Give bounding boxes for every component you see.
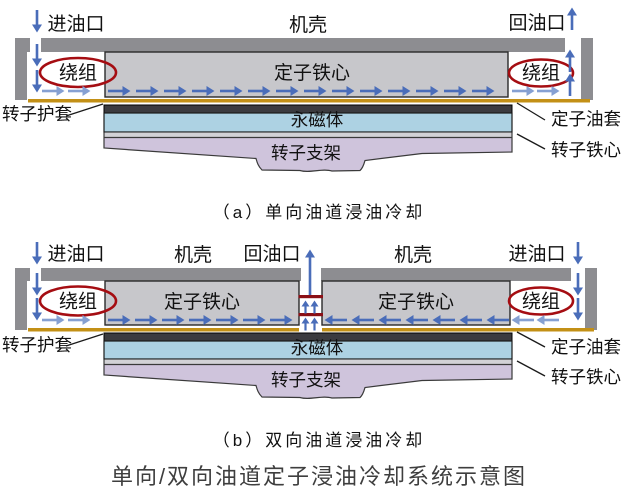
pointer-stator-oil-jacket (516, 331, 546, 348)
label-stator-oil-jacket: 定子油套 (551, 109, 621, 129)
label-rotor-sheath: 转子护套 (2, 104, 72, 124)
flow-arrow-down (32, 44, 42, 67)
label-stator-core-right: 定子铁心 (378, 291, 454, 313)
flow-arrow-down (573, 273, 583, 296)
flow-arrow-down (32, 242, 42, 265)
diagram-a-single-direction: 进油口 机壳 回油口 绕组 绕组 定子铁心 转子护套 定子油套 永磁体 转子支架… (2, 7, 621, 173)
label-rotor-bracket: 转子支架 (271, 370, 341, 390)
flow-arrow-up-head (305, 249, 315, 258)
label-winding-left: 绕组 (59, 62, 97, 84)
label-housing-left: 机壳 (174, 244, 212, 266)
label-stator-oil-jacket: 定子油套 (551, 337, 621, 357)
label-rotor-sheath: 转子护套 (2, 335, 72, 355)
housing-top-bar (41, 38, 565, 52)
flow-arrow-up (565, 73, 575, 96)
label-stator-core-left: 定子铁心 (164, 291, 240, 313)
stator-oil-jacket-line-left (28, 328, 299, 332)
label-stator-core: 定子铁心 (274, 62, 350, 84)
rotor-bracket-shape (103, 136, 513, 173)
oil-inlet-arrows-left (32, 242, 42, 321)
flow-arrow-left (511, 315, 534, 325)
label-rotor-bracket: 转子支架 (271, 143, 341, 163)
oil-outlet-arrows-right (565, 7, 577, 96)
winding-ellipse-right (507, 58, 575, 88)
housing-top-bar-right (321, 268, 571, 281)
winding-ellipse-left (38, 56, 118, 89)
housing-top-bar-left (41, 268, 301, 281)
label-winding-left: 绕组 (59, 291, 97, 313)
center-winding-bar-bottom (298, 313, 323, 317)
label-permanent-magnet: 永磁体 (291, 338, 344, 358)
flow-arrow-right (42, 315, 65, 325)
label-rotor-core: 转子铁心 (551, 140, 621, 160)
flow-arrow-up-small (310, 300, 319, 314)
pointer-rotor-sheath (65, 103, 104, 117)
label-winding-right: 绕组 (522, 62, 560, 84)
winding-ellipse-right (507, 286, 575, 316)
label-housing-right: 机壳 (394, 244, 432, 266)
housing-shell-b (15, 268, 597, 330)
flow-arrow-up-small (301, 317, 310, 331)
label-rotor-core: 转子铁心 (551, 367, 621, 387)
flow-arrow-down (32, 10, 42, 33)
housing-right-wall (581, 38, 593, 100)
flow-arrow-right (42, 86, 65, 96)
flow-arrow-down (573, 298, 583, 321)
label-permanent-magnet: 永磁体 (291, 110, 344, 130)
housing-right-wall (585, 268, 597, 330)
flow-arrow-down (573, 242, 583, 265)
housing-left-wall (15, 38, 27, 100)
label-housing: 机壳 (289, 14, 327, 36)
flow-arrow-left (536, 315, 559, 325)
pointer-stator-oil-jacket (516, 102, 546, 121)
diagram-b-bidirectional: 进油口 机壳 回油口 机壳 进油口 绕组 绕组 定子铁心 定子铁心 转子护套 定… (2, 242, 621, 400)
flow-arrow-right (512, 86, 535, 96)
oil-inlet-arrows-left (32, 10, 42, 93)
winding-ellipse-left (38, 285, 118, 317)
stator-core-block (104, 51, 509, 98)
oil-outlet-arrows-center (301, 249, 319, 331)
caption-diagram-b: （b）双向油道浸油冷却 (212, 431, 426, 450)
flow-arrow-up-small (301, 300, 310, 314)
stator-core-block-left (104, 280, 300, 326)
rotor-core-band (103, 131, 513, 138)
rotor-core-band (103, 358, 513, 365)
stator-oil-jacket-line-right (322, 328, 594, 332)
flow-arrow-up-shaft (308, 256, 312, 295)
label-winding-right: 绕组 (522, 291, 560, 313)
flow-arrow-up (565, 49, 575, 72)
label-oil-outlet: 回油口 (243, 243, 300, 265)
flow-arrow-up-small (310, 317, 319, 331)
label-oil-inlet: 进油口 (47, 13, 104, 35)
rotor-bracket-shape (103, 363, 513, 400)
pointer-rotor-sheath (65, 333, 104, 347)
pointer-rotor-core (516, 133, 546, 150)
flow-arrow-down (32, 273, 42, 296)
housing-left-wall (15, 268, 27, 330)
caption-diagram-a: （a）单向油道浸油冷却 (212, 203, 426, 222)
label-oil-inlet-left: 进油口 (47, 243, 104, 265)
oil-inlet-arrows-right (573, 242, 583, 321)
flow-arrow-up (567, 7, 577, 30)
figure-title: 单向/双向油道定子浸油冷却系统示意图 (110, 464, 528, 489)
housing-shell-a (15, 38, 593, 100)
label-oil-inlet-right: 进油口 (508, 243, 565, 265)
pointer-rotor-core (516, 360, 546, 377)
center-winding-bar-top (298, 295, 323, 299)
label-oil-outlet: 回油口 (508, 12, 565, 34)
stator-oil-jacket-line (28, 99, 590, 103)
